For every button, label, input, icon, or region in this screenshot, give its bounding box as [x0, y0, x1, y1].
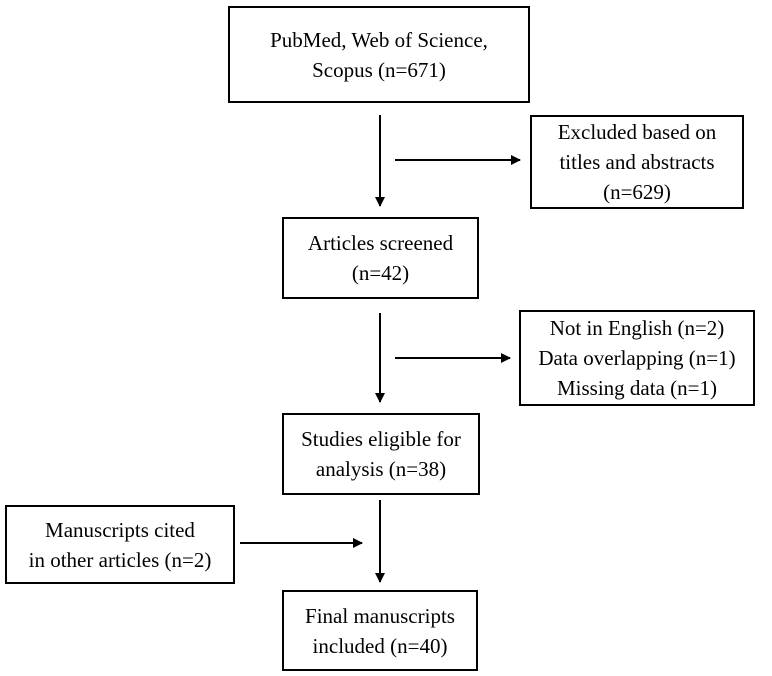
- eligible-line-1: Studies eligible for: [301, 427, 461, 451]
- excluded-reasons-line-1: Not in English (n=2): [549, 316, 725, 340]
- cited-line-2: in other articles (n=2): [28, 547, 212, 572]
- final-line-2: included (n=40): [312, 633, 448, 658]
- cited-line-1: Manuscripts cited: [45, 517, 195, 542]
- excluded-titles-line-1: Excluded based on: [557, 120, 717, 144]
- databases-line-2: Scopus (n=671): [312, 57, 446, 82]
- excluded-reasons-line-3: Missing data (n=1): [557, 376, 717, 400]
- excluded-titles-line-3: (n=629): [603, 180, 671, 204]
- final-line-1: Final manuscripts: [305, 603, 455, 628]
- articles-screened-line-1: Articles screened: [307, 231, 454, 255]
- articles-screened-line-2: (n=42): [351, 261, 410, 285]
- excluded-reasons-box: Not in English (n=2) Data overlapping (n…: [519, 310, 755, 406]
- excluded-titles-box: Excluded based on titles and abstracts (…: [530, 115, 744, 209]
- articles-screened-box: Articles screened (n=42): [282, 217, 479, 299]
- excluded-titles-line-2: titles and abstracts: [559, 150, 715, 174]
- databases-line-1: PubMed, Web of Science,: [270, 27, 488, 52]
- databases-box: PubMed, Web of Science, Scopus (n=671): [228, 6, 530, 103]
- eligible-line-2: analysis (n=38): [315, 457, 447, 481]
- final-box: Final manuscripts included (n=40): [282, 590, 478, 671]
- excluded-reasons-line-2: Data overlapping (n=1): [538, 346, 736, 370]
- eligible-box: Studies eligible for analysis (n=38): [282, 413, 480, 495]
- cited-box: Manuscripts cited in other articles (n=2…: [5, 505, 235, 584]
